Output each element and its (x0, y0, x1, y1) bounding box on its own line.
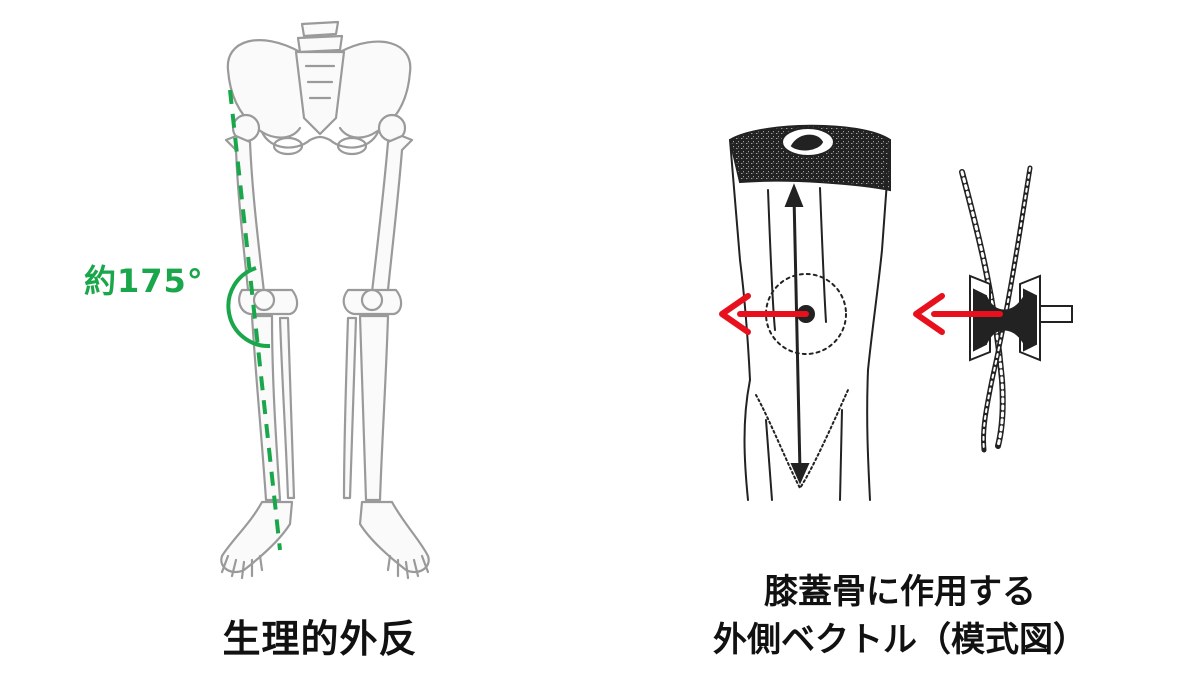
knee-schematic-illustration (728, 124, 1073, 501)
angle-label: 約175° (84, 262, 204, 300)
leg-skeleton-illustration (220, 20, 430, 580)
angle-arc (226, 266, 271, 349)
mechanical-axis-dashed-line (228, 89, 282, 551)
left-caption: 生理的外反 (222, 617, 418, 661)
lateral-vector-arrow-pulley (913, 293, 1003, 335)
right-caption-line1: 膝蓋骨に作用する (764, 572, 1036, 612)
right-caption-line2: 外側ベクトル（模式図） (713, 620, 1087, 660)
lateral-vector-arrow-knee (719, 293, 809, 335)
right-caption: 膝蓋骨に作用する 外側ベクトル（模式図） (640, 568, 1160, 664)
